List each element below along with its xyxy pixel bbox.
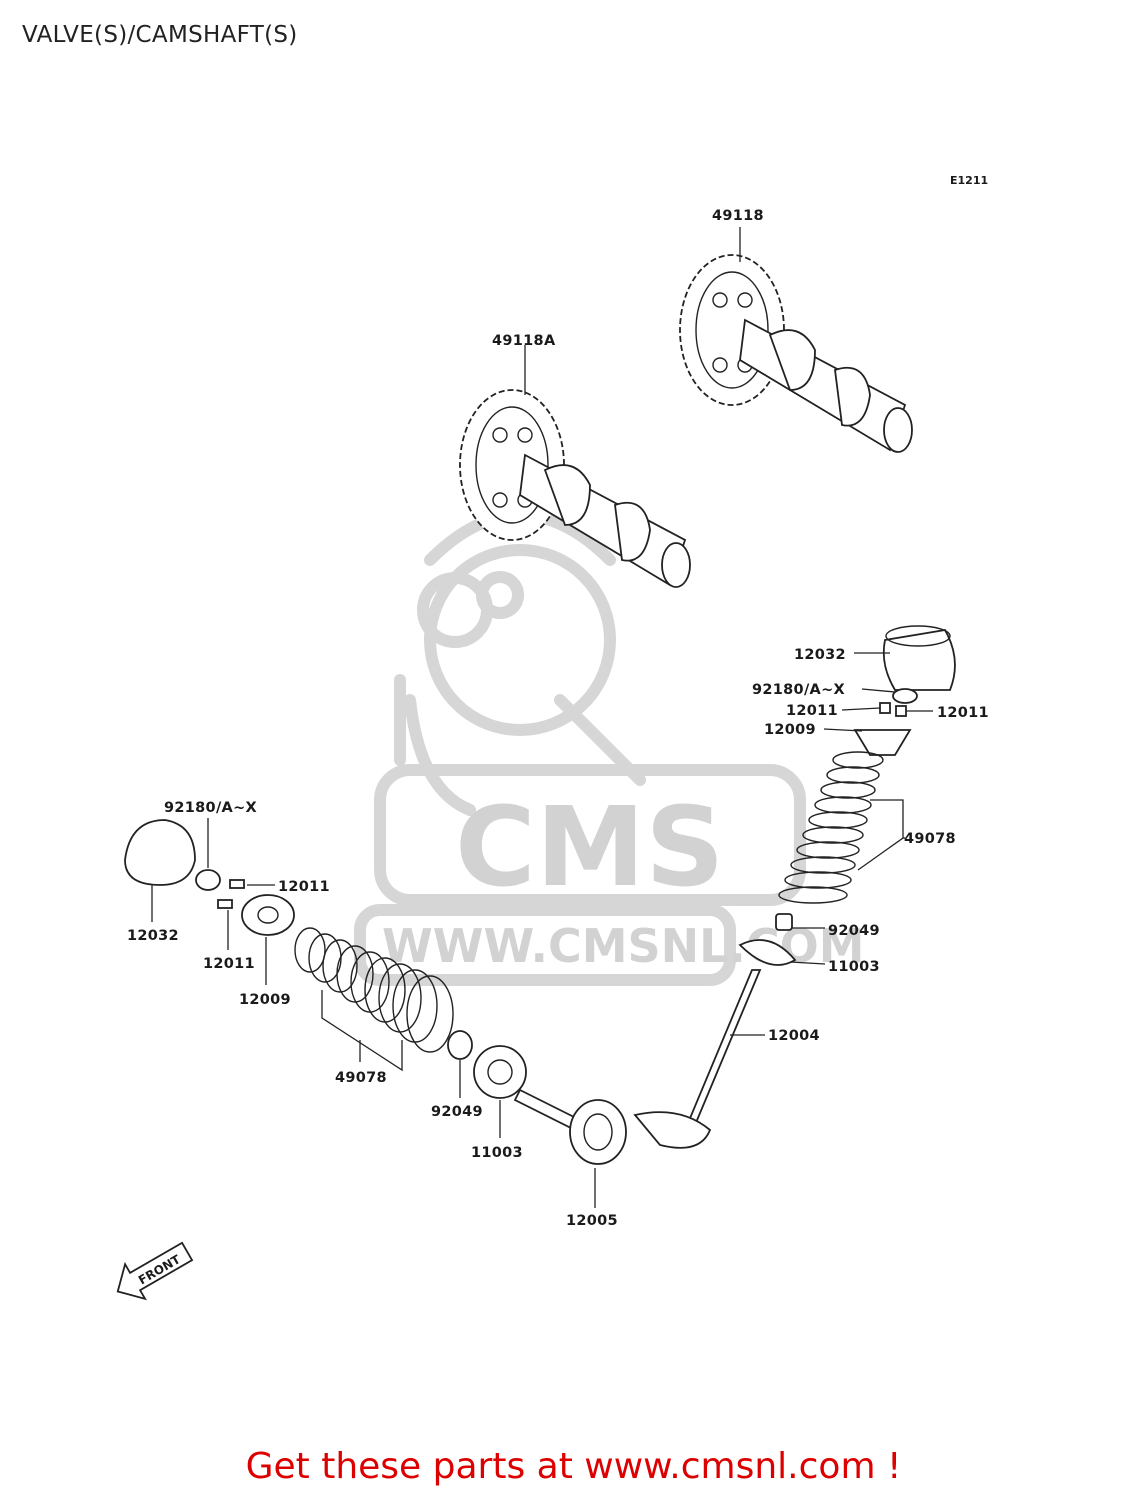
label-left-shim: 92180/A~X [164,800,257,816]
label-right-retainer: 12009 [764,722,816,738]
left-seal-part [447,1030,473,1060]
leader-lines [151,227,933,1208]
right-cotter-right-part [895,705,907,717]
label-camshaft-exhaust: 49118 [712,208,764,224]
footer-banner[interactable]: Get these parts at www.cmsnl.com ! [245,1446,902,1487]
label-left-valve: 12005 [566,1213,618,1229]
label-right-seal: 92049 [828,923,880,939]
right-valve-head [633,1111,712,1149]
label-right-valve: 12004 [768,1028,820,1044]
label-right-shim: 92180/A~X [752,682,845,698]
label-left-cotter-bottom: 12011 [203,956,255,972]
right-tappet-part [882,629,956,691]
label-left-seat: 11003 [471,1145,523,1161]
right-valve-stem [686,969,762,1127]
left-retainer-part [241,894,295,936]
left-valve-assembly [124,819,627,1165]
right-valve-assembly [633,625,956,1149]
watermark-logo-text: CMS [455,783,724,911]
camshaft-exhaust [679,254,913,453]
left-shim-part [195,869,221,891]
label-right-tappet: 12032 [794,647,846,663]
front-arrow: FRONT [116,1241,194,1301]
left-cotter-top-part [229,879,245,889]
label-left-seal: 92049 [431,1104,483,1120]
label-right-seat: 11003 [828,959,880,975]
camshaft-intake [459,389,691,588]
front-arrow-icon [116,1241,194,1301]
label-right-cotter-right: 12011 [937,705,989,721]
label-right-spring: 49078 [904,831,956,847]
right-spring-part [778,751,884,904]
right-retainer-part [853,729,912,756]
right-seat-part [738,939,797,966]
left-seat-part [473,1045,527,1099]
label-left-tappet: 12032 [127,928,179,944]
left-valve-head [569,1099,627,1165]
left-tappet-part [124,819,196,886]
label-left-cotter-top: 12011 [278,879,330,895]
watermark: CMS WWW.CMSNL.COM [354,509,865,986]
page-title: VALVE(S)/CAMSHAFT(S) [22,22,298,48]
label-right-cotter-left: 12011 [786,703,838,719]
diagram-code: E1211 [950,174,988,187]
left-cotter-bottom-part [217,899,233,909]
right-cotter-left-part [879,702,891,714]
right-shim-part [892,688,918,704]
label-left-retainer: 12009 [239,992,291,1008]
left-spring-part [294,927,454,1053]
right-seal-part [775,913,793,931]
label-camshaft-intake: 49118A [492,333,556,349]
part-labels: 49118 49118A 12032 92180/A~X 12011 12011… [127,208,989,1229]
label-left-spring: 49078 [335,1070,387,1086]
